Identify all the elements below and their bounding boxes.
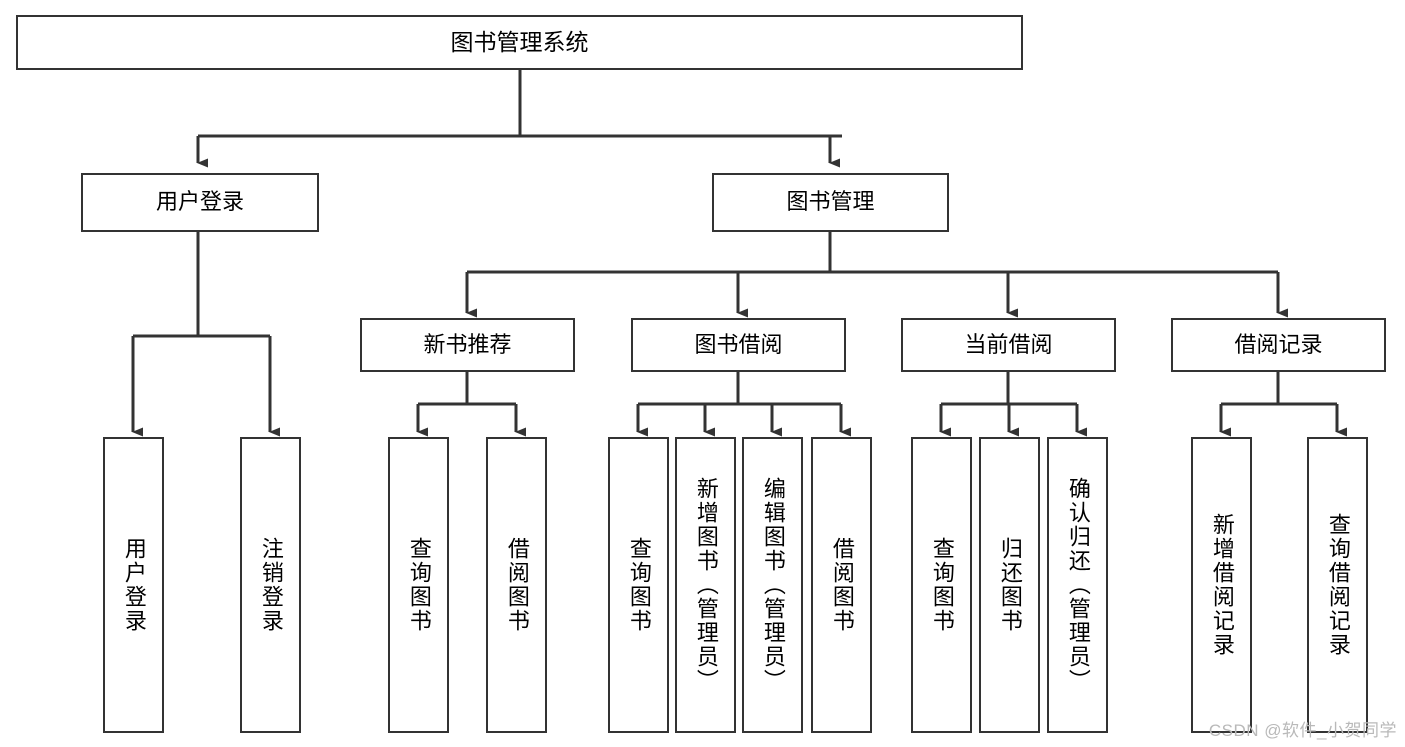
node-leaf-query-book-3[interactable]: 查询图书 bbox=[911, 437, 972, 733]
node-current-borrow[interactable]: 当前借阅 bbox=[901, 318, 1116, 372]
node-new-book-recommend-label: 新书推荐 bbox=[423, 331, 512, 357]
node-leaf-add-book-label: 新增图书（管理员） bbox=[693, 477, 719, 693]
node-leaf-return-book-label: 归还图书 bbox=[997, 537, 1023, 633]
node-book-manage-label: 图书管理 bbox=[786, 189, 875, 215]
node-user-login[interactable]: 用户登录 bbox=[81, 173, 319, 232]
node-current-borrow-label: 当前借阅 bbox=[964, 331, 1053, 357]
node-leaf-logout[interactable]: 注销登录 bbox=[240, 437, 301, 733]
node-leaf-borrow-book-2[interactable]: 借阅图书 bbox=[811, 437, 872, 733]
node-leaf-borrow-book-1-label: 借阅图书 bbox=[504, 537, 530, 633]
node-leaf-query-record[interactable]: 查询借阅记录 bbox=[1307, 437, 1368, 733]
node-borrow-record-label: 借阅记录 bbox=[1234, 331, 1323, 357]
node-book-borrow[interactable]: 图书借阅 bbox=[631, 318, 846, 372]
node-leaf-query-book-3-label: 查询图书 bbox=[929, 537, 955, 633]
node-leaf-edit-book[interactable]: 编辑图书（管理员） bbox=[742, 437, 803, 733]
node-root-label: 图书管理系统 bbox=[450, 28, 589, 55]
node-leaf-add-book[interactable]: 新增图书（管理员） bbox=[675, 437, 736, 733]
node-leaf-query-book-2-label: 查询图书 bbox=[626, 537, 652, 633]
node-leaf-borrow-book-1[interactable]: 借阅图书 bbox=[486, 437, 547, 733]
node-book-manage[interactable]: 图书管理 bbox=[712, 173, 949, 232]
node-borrow-record[interactable]: 借阅记录 bbox=[1171, 318, 1386, 372]
node-leaf-query-book-2[interactable]: 查询图书 bbox=[608, 437, 669, 733]
node-book-borrow-label: 图书借阅 bbox=[694, 331, 783, 357]
node-user-login-label: 用户登录 bbox=[155, 189, 244, 215]
node-leaf-confirm-return[interactable]: 确认归还（管理员） bbox=[1047, 437, 1108, 733]
node-leaf-query-record-label: 查询借阅记录 bbox=[1325, 513, 1351, 657]
node-leaf-borrow-book-2-label: 借阅图书 bbox=[829, 537, 855, 633]
node-root[interactable]: 图书管理系统 bbox=[16, 15, 1023, 70]
node-leaf-add-record[interactable]: 新增借阅记录 bbox=[1191, 437, 1252, 733]
node-leaf-query-book-1[interactable]: 查询图书 bbox=[388, 437, 449, 733]
node-leaf-confirm-return-label: 确认归还（管理员） bbox=[1065, 477, 1091, 693]
node-leaf-return-book[interactable]: 归还图书 bbox=[979, 437, 1040, 733]
node-leaf-edit-book-label: 编辑图书（管理员） bbox=[760, 477, 786, 693]
node-new-book-recommend[interactable]: 新书推荐 bbox=[360, 318, 575, 372]
node-leaf-user-login[interactable]: 用户登录 bbox=[103, 437, 164, 733]
node-leaf-query-book-1-label: 查询图书 bbox=[406, 537, 432, 633]
node-leaf-user-login-label: 用户登录 bbox=[121, 537, 147, 633]
node-leaf-add-record-label: 新增借阅记录 bbox=[1209, 513, 1235, 657]
node-leaf-logout-label: 注销登录 bbox=[258, 537, 284, 633]
